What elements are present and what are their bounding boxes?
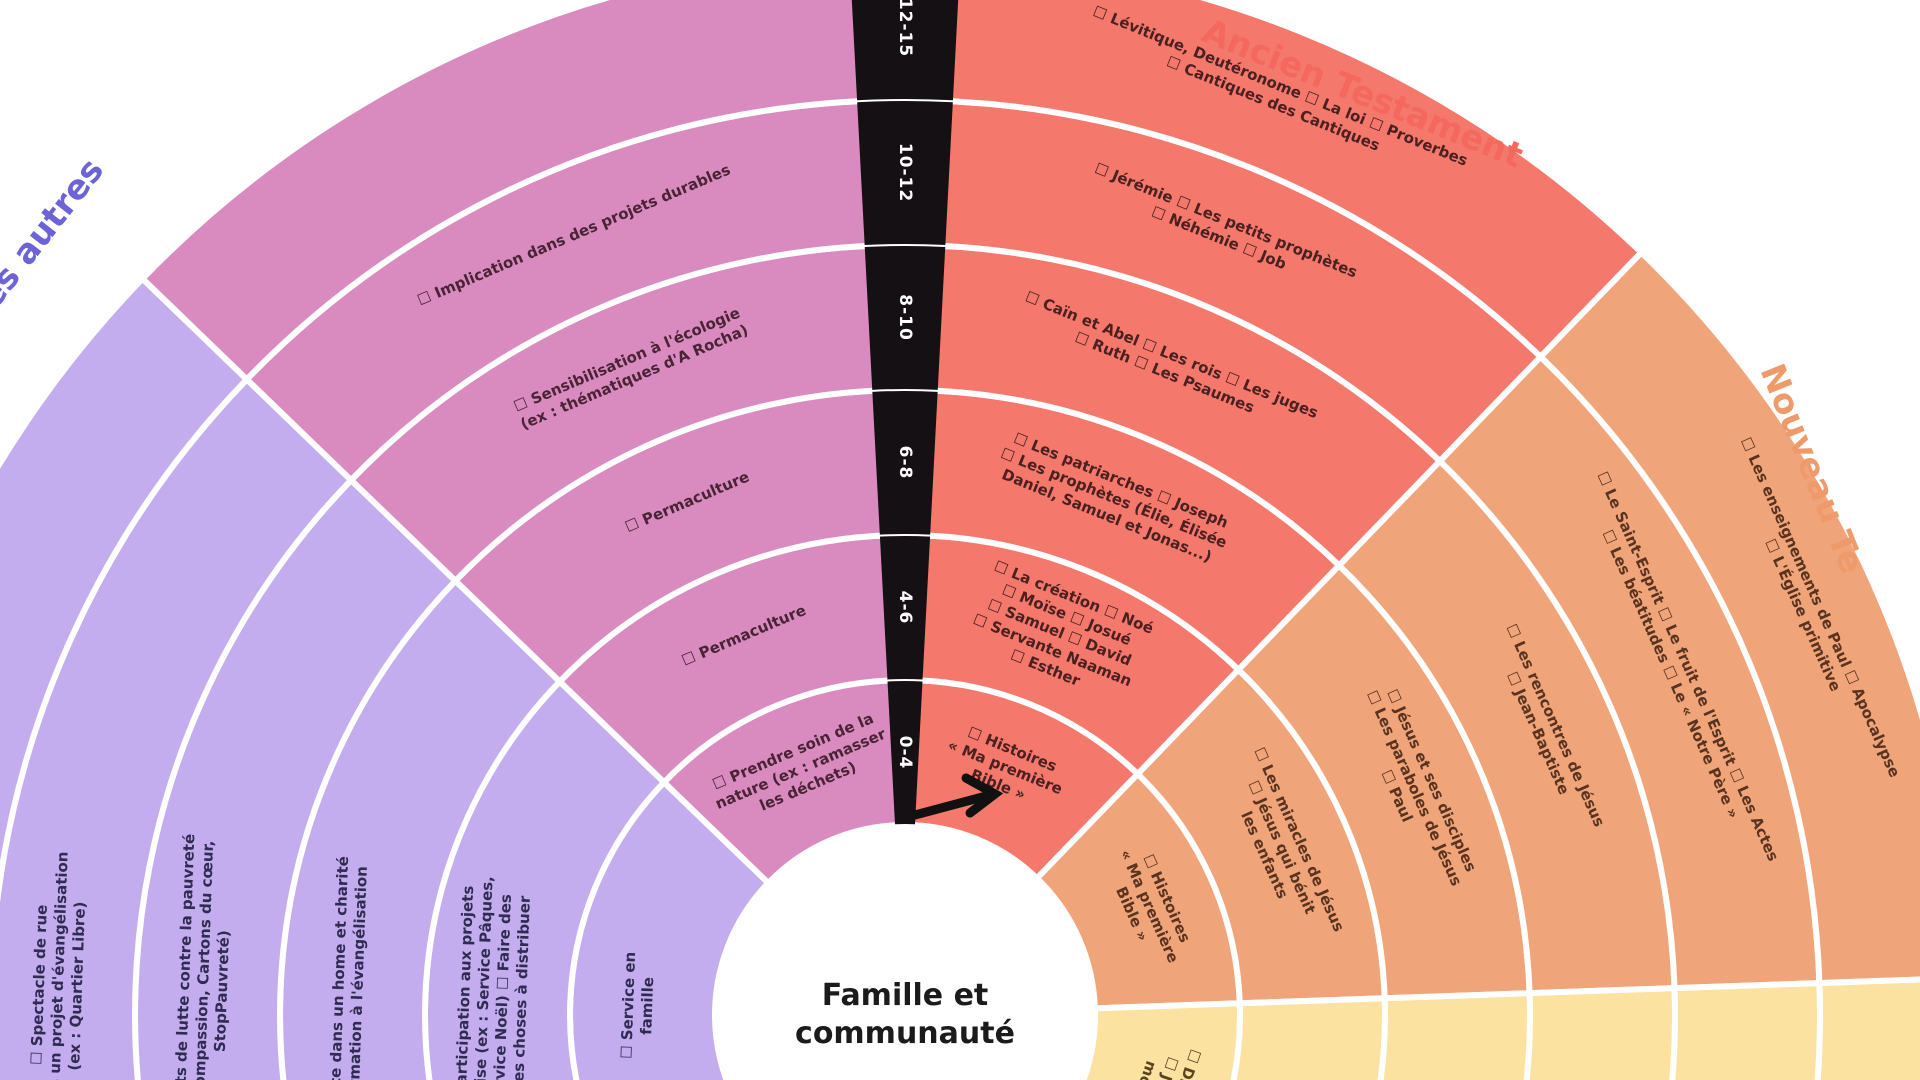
sector-ring-label-line: famille [637, 977, 657, 1035]
age-band-segment[interactable] [850, 0, 961, 101]
title-amour-des-autres-label: des autres [0, 151, 112, 336]
hub-title-line2: communauté [795, 1016, 1015, 1051]
arrow-right-icon [910, 773, 1004, 820]
sector-ring-cell[interactable] [1536, 248, 1920, 987]
sector-ring-label-line: StopPauvreté) [211, 930, 233, 1053]
age-band-label: 8-10 [895, 294, 915, 341]
hub-title-line1: Famille et [822, 978, 989, 1013]
sector-ring-label-line: (ex : Quartier Libre) [65, 901, 89, 1071]
age-band-label: 6-8 [895, 446, 915, 480]
sector-ring-label-line: ☐ Service en [617, 951, 639, 1059]
sector-ring-cell[interactable] [1606, 976, 1920, 1080]
age-band-segment[interactable] [879, 535, 931, 680]
sector-ring-cell[interactable] [138, 0, 908, 384]
age-band-label: 0-4 [895, 736, 915, 770]
title-amour-des-autres: des autres [0, 151, 112, 336]
age-band-segment[interactable] [864, 246, 946, 390]
hub-circle [715, 825, 1095, 1080]
sector-ring-cell[interactable] [0, 274, 252, 1080]
age-band-segment[interactable] [887, 681, 923, 825]
age-band-label: 12-15 [895, 0, 915, 57]
sector-ring-cell[interactable] [902, 0, 1646, 362]
age-band-label: 4-6 [895, 591, 915, 625]
sector-ring-label-line: ☐ Spectacle de rue [27, 904, 51, 1065]
age-band-label: 10-12 [895, 143, 915, 202]
age-band-segment[interactable] [857, 101, 953, 246]
age-band-segment[interactable] [872, 391, 938, 535]
